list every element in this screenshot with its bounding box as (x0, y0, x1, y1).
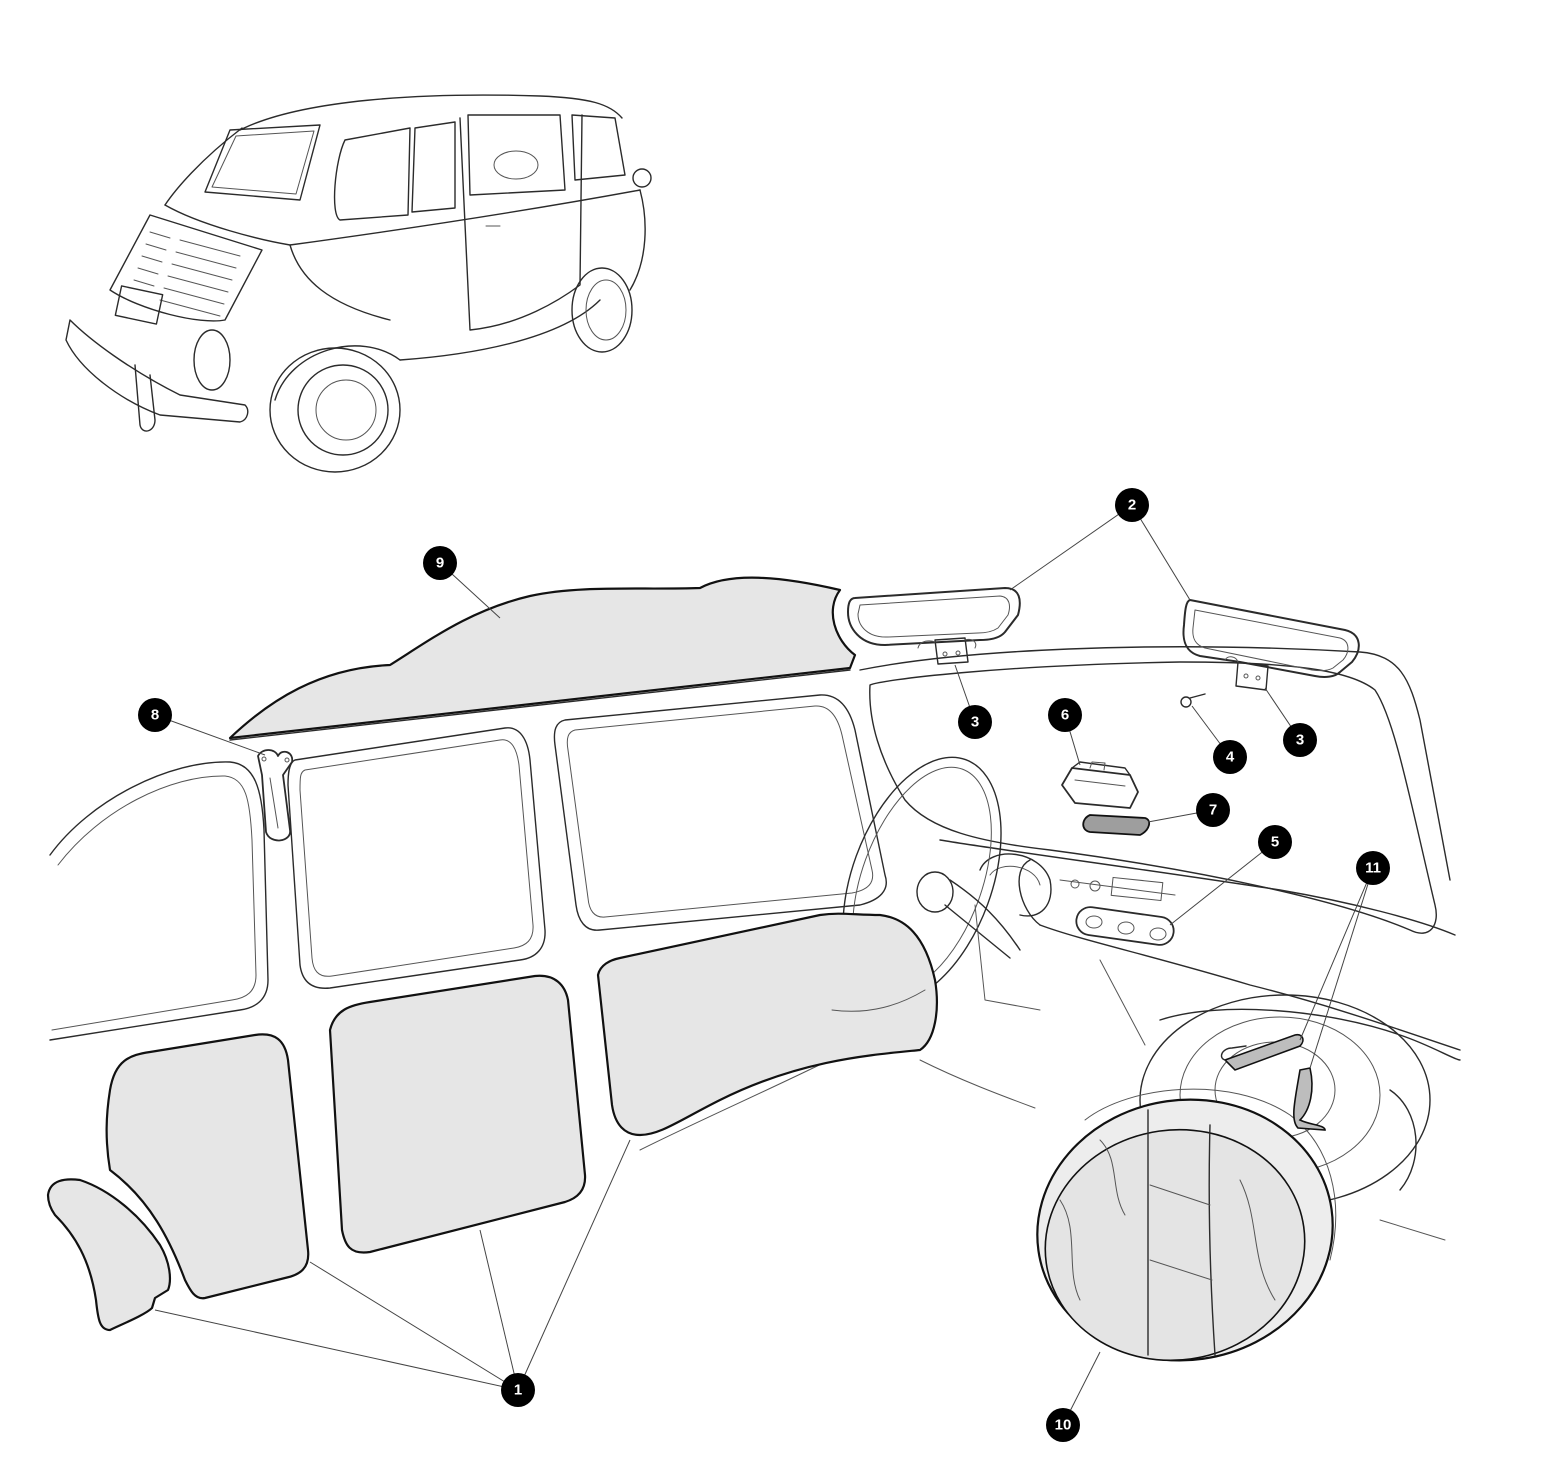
callout-6: 6 (1048, 698, 1082, 732)
callouts: 1 2 3 3 4 5 6 7 (138, 488, 1390, 1442)
dashboard-switch-panel (1075, 906, 1175, 946)
callout-9: 9 (423, 546, 457, 580)
callout-11: 11 (1356, 851, 1390, 885)
sun-visor-left (847, 587, 1021, 646)
side-panel-centre (328, 974, 587, 1254)
callout-3-right: 3 (1283, 723, 1317, 757)
spare-wheel-strap (1220, 1033, 1326, 1131)
svg-text:2: 2 (1128, 497, 1136, 514)
grab-strap (257, 749, 294, 842)
spare-wheel-cover (1036, 1088, 1337, 1362)
svg-text:11: 11 (1365, 860, 1381, 877)
svg-text:3: 3 (971, 714, 979, 731)
callout-2: 2 (1115, 488, 1149, 522)
callout-10: 10 (1046, 1408, 1080, 1442)
callout-4: 4 (1213, 740, 1247, 774)
side-panel-front-door (596, 912, 938, 1137)
svg-text:7: 7 (1209, 802, 1217, 819)
callout-8: 8 (138, 698, 172, 732)
side-panel-rear-arch (46, 1178, 171, 1332)
visor-bracket-right (1224, 656, 1269, 691)
svg-text:8: 8 (151, 707, 159, 724)
door-panel-crease (831, 989, 926, 1012)
callout-3-left: 3 (958, 705, 992, 739)
car-illustration (65, 94, 652, 473)
interior-lamp (1061, 761, 1139, 809)
svg-text:6: 6 (1061, 707, 1069, 724)
leader-lines (154, 504, 1374, 1426)
side-panel-rear-quarter (105, 1033, 310, 1300)
svg-text:9: 9 (436, 555, 444, 572)
svg-text:3: 3 (1296, 732, 1304, 749)
sun-visor-right (1182, 599, 1360, 678)
callout-5: 5 (1258, 825, 1292, 859)
lamp-lens (1082, 814, 1151, 836)
screw (1180, 693, 1206, 708)
callout-7: 7 (1196, 793, 1230, 827)
svg-text:10: 10 (1055, 1417, 1072, 1434)
svg-text:5: 5 (1271, 834, 1279, 851)
svg-text:4: 4 (1226, 749, 1235, 766)
callout-1: 1 (501, 1373, 535, 1407)
visor-bracket-left (917, 637, 977, 665)
svg-text:1: 1 (514, 1382, 522, 1399)
headliner-panel (228, 576, 857, 740)
body-shell (49, 646, 1461, 1241)
